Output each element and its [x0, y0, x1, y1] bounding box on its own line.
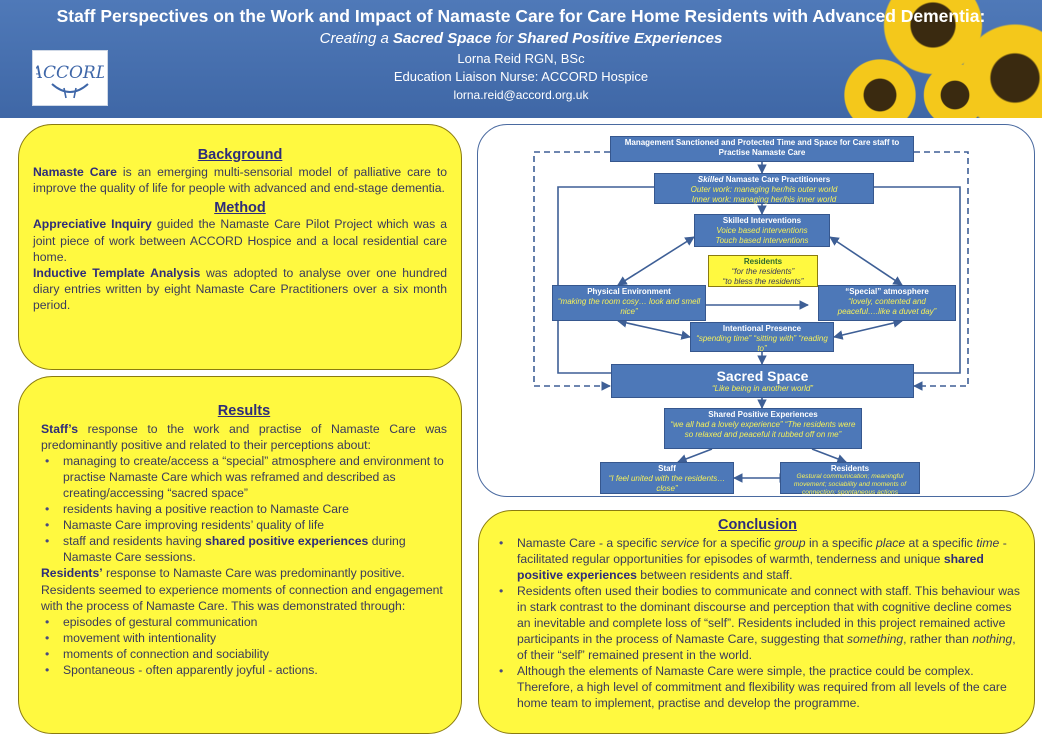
list-item: Namaste Care - a specific service for a …: [495, 535, 1020, 583]
results-residents-intro: Residents’ response to Namaste Care was …: [41, 566, 443, 613]
poster-title: Staff Perspectives on the Work and Impac…: [56, 6, 986, 26]
staff-outcome-box: Staff “I feel united with the residents……: [600, 462, 734, 494]
results-heading: Results: [217, 403, 271, 419]
intentional-presence-box: Intentional Presence “spending time” “si…: [690, 322, 834, 353]
author-email: lorna.reid@accord.org.uk: [453, 88, 589, 102]
author-name: Lorna Reid RGN, BSc: [457, 51, 585, 66]
accord-logo: ACCORD: [32, 50, 108, 106]
sunflower-decoration: [920, 60, 990, 118]
list-item: staff and residents having shared positi…: [41, 533, 447, 565]
list-item: managing to create/access a “special” at…: [41, 453, 447, 501]
practitioners-box: Skilled Namaste Care Practitioners Outer…: [654, 173, 874, 204]
interventions-box: Skilled Interventions Voice based interv…: [694, 214, 830, 247]
poster-subtitle: Creating a Sacred Space for Shared Posit…: [319, 30, 723, 47]
method-paragraph-1: Appreciative Inquiry guided the Namaste …: [33, 217, 447, 264]
method-paragraph-2: Inductive Template Analysis was adopted …: [33, 266, 447, 313]
list-item: Although the elements of Namaste Care we…: [495, 663, 1020, 711]
special-atmosphere-box: “Special” atmosphere “lovely, contented …: [818, 285, 956, 321]
sacred-space-box: Sacred Space “Like being in another worl…: [611, 364, 914, 398]
background-method-panel: Background Namaste Care is an emerging m…: [18, 124, 462, 370]
residents-outcome-box: Residents Gestural communication; meanin…: [780, 462, 920, 496]
list-item: residents having a positive reaction to …: [41, 501, 447, 517]
list-item: Namaste Care improving residents’ qualit…: [41, 517, 447, 533]
physical-environment-box: Physical Environment “making the room co…: [552, 285, 706, 321]
results-panel: Results Staff’s response to the work and…: [18, 376, 462, 734]
results-staff-intro: Staff’s response to the work and practis…: [41, 422, 447, 453]
resident-behaviour-list: episodes of gestural communication movem…: [41, 614, 447, 678]
list-item: Residents often used their bodies to com…: [495, 583, 1020, 663]
background-text: Namaste Care is an emerging multi-sensor…: [33, 165, 447, 196]
conclusion-list: Namaste Care - a specific service for a …: [495, 535, 1020, 711]
shared-experiences-box: Shared Positive Experiences “we all had …: [664, 408, 862, 449]
namaste-care-model-diagram: Management Sanctioned and Protected Time…: [477, 124, 1035, 497]
poster-header: Staff Perspectives on the Work and Impac…: [0, 0, 1042, 118]
logo-icon: ACCORD: [36, 63, 104, 99]
conclusion-heading: Conclusion: [718, 517, 797, 533]
residents-centre-box: Residents “for the residents” “to bless …: [708, 255, 818, 287]
list-item: Spontaneous - often apparently joyful - …: [41, 662, 447, 678]
conclusion-panel: Conclusion Namaste Care - a specific ser…: [478, 510, 1035, 734]
background-heading: Background: [197, 147, 283, 163]
sunflower-decoration: [840, 55, 920, 118]
staff-perceptions-list: managing to create/access a “special” at…: [41, 453, 447, 565]
list-item: moments of connection and sociability: [41, 646, 447, 662]
management-box: Management Sanctioned and Protected Time…: [610, 136, 914, 162]
list-item: movement with intentionality: [41, 630, 447, 646]
list-item: episodes of gestural communication: [41, 614, 447, 630]
method-heading: Method: [214, 200, 266, 217]
author-role: Education Liaison Nurse: ACCORD Hospice: [393, 69, 649, 84]
diagram-connectors: [533, 151, 969, 483]
logo-wordmark: ACCORD: [36, 63, 104, 83]
